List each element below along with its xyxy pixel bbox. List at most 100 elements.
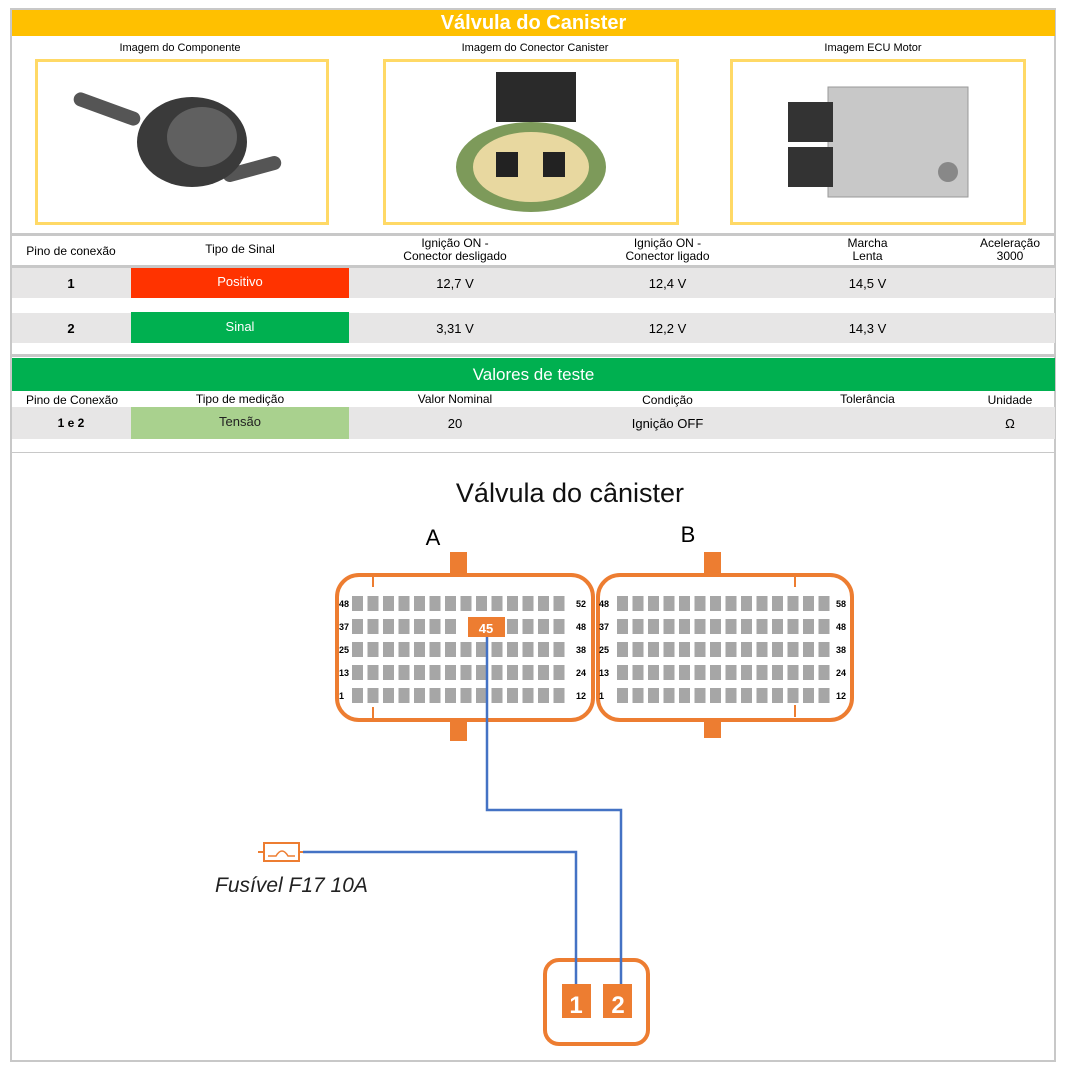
- connector-pin: [522, 642, 534, 657]
- connector-pin: [710, 619, 721, 634]
- connector-pin: [787, 642, 799, 657]
- connector-pin: [617, 596, 628, 611]
- connector-pin: [818, 642, 830, 657]
- connector-pin: [383, 642, 394, 657]
- connector-pin: [414, 688, 425, 703]
- connector-pin: [787, 665, 799, 680]
- connector-pin: [491, 642, 503, 657]
- condition-cell: Ignição OFF: [631, 416, 704, 431]
- header-measure-type: Tipo de medição: [195, 392, 285, 406]
- connector-pin: [648, 665, 659, 680]
- connector-pin: [725, 619, 737, 634]
- connector-a-label: A: [426, 525, 441, 550]
- connector-pin: [429, 642, 441, 657]
- pin-number-label: 38: [576, 645, 586, 655]
- signal-type-positive: Positivo: [131, 268, 349, 298]
- connector-pin: [398, 642, 410, 657]
- connector-pin: [710, 688, 721, 703]
- connector-pin: [617, 665, 628, 680]
- connector-image: [383, 59, 679, 225]
- connector-pin: [648, 596, 659, 611]
- fuse-icon: [258, 842, 303, 862]
- connector-pin: [694, 642, 706, 657]
- pin-number-label: 25: [599, 645, 609, 655]
- value-cell: 12,2 V: [648, 321, 687, 336]
- connector-pin: [429, 688, 441, 703]
- connector-pin: [772, 596, 783, 611]
- header-signal-type: Tipo de Sinal: [205, 242, 275, 256]
- pin-number-label: 24: [576, 668, 586, 678]
- pin-45-highlight: [468, 617, 505, 637]
- connector-pin: [818, 619, 830, 634]
- connector-pin: [756, 642, 768, 657]
- connector-pin: [460, 642, 472, 657]
- connector-pin: [414, 642, 425, 657]
- pin-number-label: 1: [339, 691, 344, 701]
- component-image: [35, 59, 329, 225]
- connector-pin: [383, 665, 394, 680]
- connector-pin: [352, 596, 363, 611]
- connector-pin: [741, 665, 752, 680]
- divider: [12, 233, 1055, 236]
- component-pin-2: 2: [611, 992, 624, 1019]
- pin-number-label: 48: [836, 622, 846, 632]
- connector-pin: [787, 688, 799, 703]
- connector-pin: [803, 642, 814, 657]
- connector-pin: [725, 665, 737, 680]
- connector-pin: [648, 642, 659, 657]
- connector-pin: [818, 596, 830, 611]
- connector-pin: [648, 619, 659, 634]
- connector-pin: [632, 619, 644, 634]
- connector-pin: [725, 688, 737, 703]
- header-nominal: Valor Nominal: [417, 392, 493, 406]
- connector-pin: [367, 688, 379, 703]
- pin-number-label: 58: [836, 599, 846, 609]
- connector-pin: [679, 619, 690, 634]
- connector-pin: [367, 596, 379, 611]
- header-tolerance: Tolerância: [840, 392, 895, 406]
- divider: [12, 265, 1055, 268]
- connector-pin: [460, 596, 472, 611]
- signal-type-signal: Sinal: [131, 312, 349, 343]
- connector-pin: [818, 665, 830, 680]
- connector-a: [335, 573, 595, 722]
- connector-pin: [741, 642, 752, 657]
- header-pin: Pino de Conexão: [25, 393, 119, 407]
- connector-pin: [663, 688, 675, 703]
- connector-pin: [694, 665, 706, 680]
- connector-pin: [648, 688, 659, 703]
- pin-number-label: 12: [576, 691, 586, 701]
- connector-b-label: B: [681, 522, 696, 547]
- connector-pin: [694, 596, 706, 611]
- connector-pin: [663, 619, 675, 634]
- component-pin-1: 1: [569, 992, 582, 1019]
- connector-pin: [632, 665, 644, 680]
- connector-pin: [398, 688, 410, 703]
- connector-pin: [772, 665, 783, 680]
- connector-image-caption: Imagem do Conector Canister: [461, 42, 609, 54]
- connector-pin: [445, 619, 456, 634]
- nominal-cell: 20: [447, 416, 463, 431]
- connector-pin: [491, 665, 503, 680]
- pin-number-label: 13: [339, 668, 349, 678]
- diagram-title: Válvula do cânister: [456, 478, 684, 508]
- connector-pin: [507, 665, 518, 680]
- connector-pin: [553, 688, 565, 703]
- fuse-label: Fusível F17 10A: [215, 874, 368, 897]
- pin-number-label: 12: [836, 691, 846, 701]
- value-cell: 14,5 V: [848, 276, 887, 291]
- connector-pin: [803, 665, 814, 680]
- pin-number-label: 48: [576, 622, 586, 632]
- connector-pin: [460, 688, 472, 703]
- header-condition: Condição: [642, 393, 693, 407]
- connector-pin: [803, 688, 814, 703]
- test-values-title: Valores de teste: [12, 358, 1055, 391]
- connector-pin: [522, 619, 534, 634]
- connector-pin: [476, 665, 487, 680]
- component-connector: [543, 958, 650, 1046]
- connector-pin: [632, 596, 644, 611]
- connector-pin: [741, 596, 752, 611]
- pin-number-label: 52: [576, 599, 586, 609]
- connector-pin: [679, 665, 690, 680]
